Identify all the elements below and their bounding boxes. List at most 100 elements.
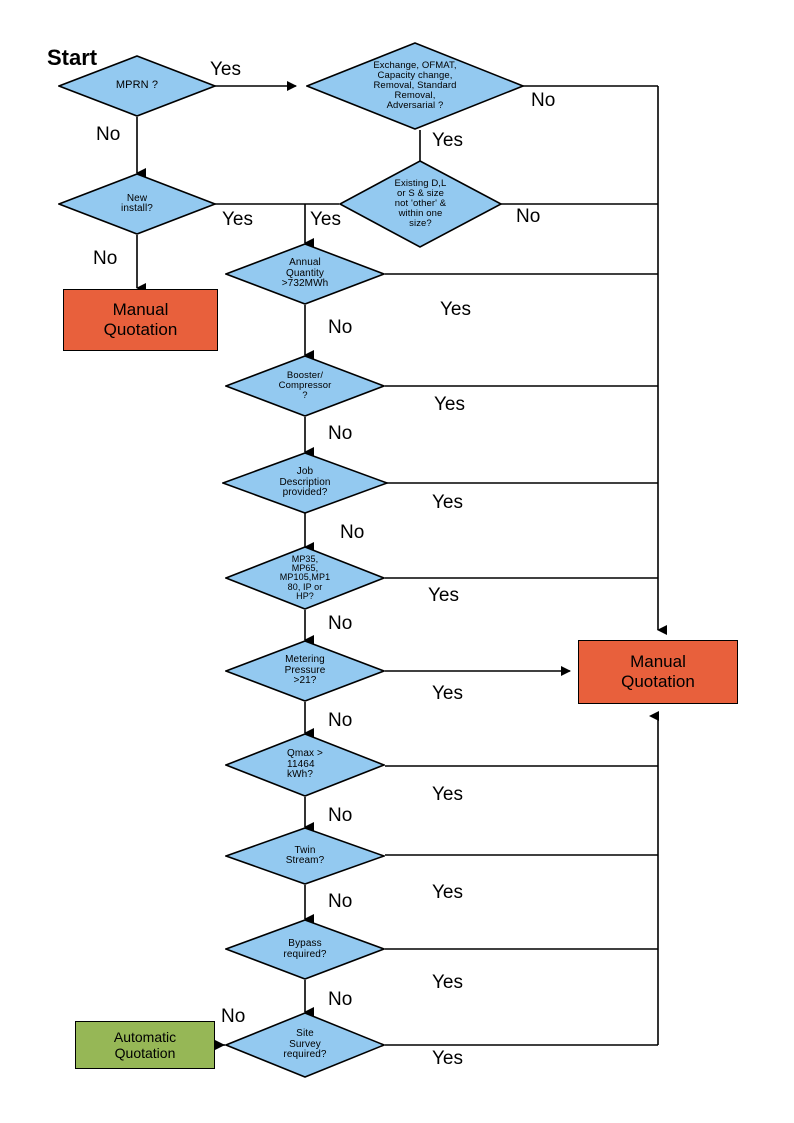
text-line: Annual	[289, 257, 321, 269]
text-line: provided?	[282, 487, 328, 499]
decision-job-description-label: Job Description provided?	[279, 466, 330, 499]
terminal-automatic-quotation[interactable]: Automatic Quotation	[75, 1021, 215, 1069]
decision-mp-pressure-tier[interactable]: MP35, MP65, MP105,MP1 80, IP or HP?	[225, 546, 385, 610]
text-line: HP?	[296, 591, 314, 602]
decision-existing-dls[interactable]: Existing D,L or S & size not 'other' & w…	[339, 160, 502, 248]
decision-mprn-label: MPRN ?	[115, 79, 159, 92]
edge-label-bypass-yes: Yes	[432, 972, 463, 993]
text-line: Manual	[630, 652, 686, 672]
text-line: Pressure	[284, 664, 326, 676]
text-line: Job	[296, 466, 314, 478]
terminal-automatic-quotation-label: Automatic Quotation	[114, 1029, 176, 1061]
diamond-shape	[225, 355, 385, 417]
edge-label-metering-no: No	[328, 710, 353, 731]
decision-annual-quantity-label: Annual Quantity >732MWh	[281, 257, 329, 290]
decision-twin-stream[interactable]: Twin Stream?	[225, 827, 385, 885]
edge-label-newinstall-no: No	[93, 248, 118, 269]
text-line: or S & size	[396, 188, 445, 200]
text-line: Metering	[285, 654, 325, 666]
edge-label-annual-no: No	[328, 317, 353, 338]
decision-new-install-label: New install?	[121, 193, 153, 215]
text-line: Capacity change,	[377, 70, 453, 82]
edge-label-sitesurvey-yes: Yes	[432, 1048, 463, 1069]
decision-booster-compressor[interactable]: Booster/ Compressor ?	[225, 355, 385, 417]
decision-job-description[interactable]: Job Description provided?	[222, 452, 388, 514]
edge-label-jobdesc-no: No	[340, 522, 365, 543]
edge-label-newinstall-yes: Yes	[222, 209, 253, 230]
edge-label-existing-yes: Yes	[310, 209, 341, 230]
text-line: Automatic	[113, 1028, 177, 1045]
text-line: Quantity	[285, 267, 325, 279]
text-line: Stream?	[285, 855, 325, 866]
text-line: Bypass	[288, 938, 322, 950]
decision-mprn[interactable]: MPRN ?	[58, 55, 216, 117]
diamond-shape	[306, 42, 524, 130]
text-line: Removal, Standard	[373, 80, 457, 92]
text-line: install?	[121, 203, 153, 214]
text-line: Exchange, OFMAT,	[373, 60, 457, 72]
decision-bypass-required[interactable]: Bypass required?	[225, 919, 385, 980]
diamond-shape	[225, 640, 385, 702]
decision-annual-quantity[interactable]: Annual Quantity >732MWh	[225, 243, 385, 305]
text-line: Adversarial ?	[386, 99, 444, 111]
decision-site-survey-label: Site Survey required?	[283, 1029, 327, 1061]
text-line: MP35,	[291, 553, 319, 564]
decision-booster-compressor-label: Booster/ Compressor ?	[279, 371, 332, 401]
text-line: Quotation	[103, 320, 178, 339]
edge-label-qmax-yes: Yes	[432, 784, 463, 805]
decision-new-install[interactable]: New install?	[58, 173, 216, 235]
diamond-shape	[58, 173, 216, 235]
decision-metering-pressure-label: Metering Pressure >21?	[284, 654, 326, 687]
edge-label-sitesurvey-no: No	[221, 1006, 246, 1027]
text-line: Twin	[294, 844, 316, 856]
edge-label-existing-no: No	[516, 206, 541, 227]
edge-label-bypass-no: No	[328, 989, 353, 1010]
edge-label-mp-yes: Yes	[428, 585, 459, 606]
text-line: ?	[302, 389, 308, 401]
text-line: >732MWh	[281, 278, 329, 290]
edge-label-mprn-no: No	[96, 124, 121, 145]
text-line: Removal,	[394, 89, 436, 101]
text-line: 11464	[287, 758, 315, 770]
text-line: Existing D,L	[394, 178, 447, 190]
terminal-manual-quotation-left[interactable]: Manual Quotation	[63, 289, 218, 351]
decision-metering-pressure[interactable]: Metering Pressure >21?	[225, 640, 385, 702]
diamond-shape	[225, 243, 385, 305]
decision-qmax[interactable]: Qmax > 11464 kWh?	[225, 733, 385, 797]
text-line: 80, IP or	[287, 581, 323, 592]
edge-label-annual-yes: Yes	[440, 299, 471, 320]
edge-label-mp-no: No	[328, 613, 353, 634]
edge-label-exchange-no: No	[531, 90, 556, 111]
decision-site-survey[interactable]: Site Survey required?	[225, 1012, 385, 1078]
diamond-shape	[58, 55, 216, 117]
diamond-shape	[225, 546, 385, 610]
terminal-manual-quotation-right[interactable]: Manual Quotation	[578, 640, 738, 704]
edge-label-jobdesc-yes: Yes	[432, 492, 463, 513]
decision-exchange[interactable]: Exchange, OFMAT, Capacity change, Remova…	[306, 42, 524, 130]
decision-exchange-label: Exchange, OFMAT, Capacity change, Remova…	[373, 61, 456, 110]
diamond-shape	[222, 452, 388, 514]
diamond-shape	[339, 160, 502, 248]
edge-label-booster-yes: Yes	[434, 394, 465, 415]
text-line: >21?	[293, 675, 317, 687]
text-line: MPRN ?	[115, 79, 159, 92]
text-line: MP65,	[291, 562, 319, 573]
text-line: required?	[283, 1049, 327, 1061]
edge-label-twin-yes: Yes	[432, 882, 463, 903]
text-line: kWh?	[287, 769, 314, 781]
text-line: Quotation	[114, 1045, 176, 1061]
text-line: Survey	[289, 1038, 321, 1050]
decision-mp-pressure-tier-label: MP35, MP65, MP105,MP1 80, IP or HP?	[279, 553, 331, 602]
text-line: Manual	[112, 300, 169, 320]
decision-qmax-label: Qmax > 11464 kWh?	[287, 749, 323, 781]
edge-label-qmax-no: No	[328, 805, 353, 826]
terminal-manual-quotation-right-label: Manual Quotation	[621, 652, 695, 691]
text-line: required?	[283, 948, 327, 960]
text-line: Booster/	[286, 370, 324, 382]
text-line: Compressor	[278, 380, 332, 392]
edge-label-exchange-yes: Yes	[432, 130, 463, 151]
text-line: not 'other' &	[394, 198, 447, 210]
text-line: MP105,MP1	[279, 572, 331, 583]
